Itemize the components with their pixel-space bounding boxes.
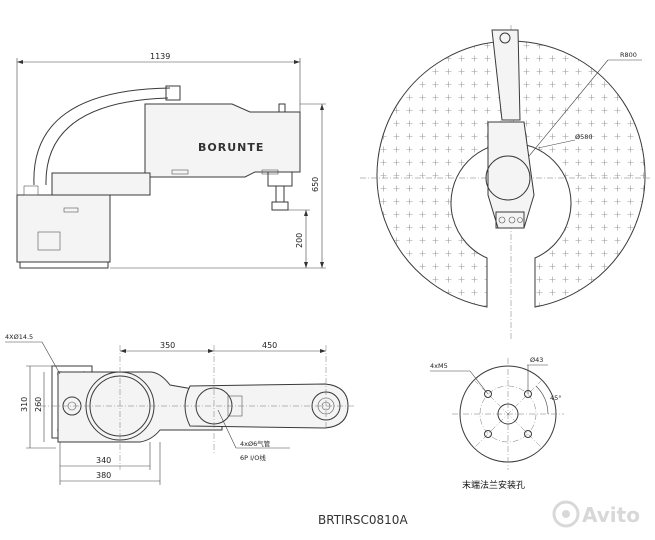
- watermark: Avito: [552, 500, 640, 528]
- dim-holes: 4xM5: [430, 362, 448, 370]
- dim-pcd: Ø43: [530, 356, 543, 364]
- watermark-text: Avito: [582, 503, 640, 527]
- workspace-envelope: [376, 40, 646, 308]
- arm1-plan: [57, 371, 223, 443]
- flange-hole-3: [484, 430, 492, 438]
- dim-arm1: 350: [160, 341, 175, 350]
- base-connector-panel: [37, 231, 61, 251]
- side-view: BORUNTE 1139 650: [16, 52, 326, 269]
- dim-base-w1: 340: [96, 456, 111, 465]
- dim-angle: 45°: [550, 394, 562, 402]
- cable-arc: [33, 87, 171, 186]
- robot-base: [16, 194, 111, 263]
- model-name: BRTIRSC0810A: [318, 513, 408, 527]
- note-air: 4xØ6气管: [240, 439, 271, 448]
- flange-caption: 末端法兰安装孔: [462, 479, 525, 491]
- dim-height: 650: [311, 177, 320, 192]
- lower-arm: [51, 172, 151, 196]
- dim-radius: R800: [620, 51, 637, 59]
- flange-hole-4: [524, 430, 532, 438]
- upper-arm: [144, 103, 301, 178]
- dim-base-h2: 260: [34, 397, 43, 412]
- dim-mount-holes: 4XØ14.5: [5, 333, 33, 341]
- dim-base-w2: 380: [96, 471, 111, 480]
- cable-clamp: [165, 85, 181, 101]
- dim-stroke: 200: [295, 233, 304, 248]
- brand-logo: BORUNTE: [198, 141, 264, 154]
- dim-inner: Ø580: [575, 133, 593, 141]
- dim-base-h1: 310: [20, 397, 29, 412]
- top-knob: [278, 103, 286, 113]
- plan-view: 4XØ14.5 350 450 310 260 340 380 4xØ6气管: [5, 333, 355, 485]
- dim-arm2: 450: [262, 341, 277, 350]
- flange-hole-1: [484, 390, 492, 398]
- dim-width: 1139: [150, 52, 170, 61]
- note-io: 6P I/O线: [240, 453, 266, 462]
- flange-view: 4xM5 Ø43 45° 末端法兰安装孔: [430, 356, 564, 491]
- arm-top-view: [485, 29, 535, 229]
- spindle-end: [271, 201, 289, 211]
- workspace-view: R800 Ø580: [360, 25, 650, 340]
- arm2-plan: [184, 383, 349, 429]
